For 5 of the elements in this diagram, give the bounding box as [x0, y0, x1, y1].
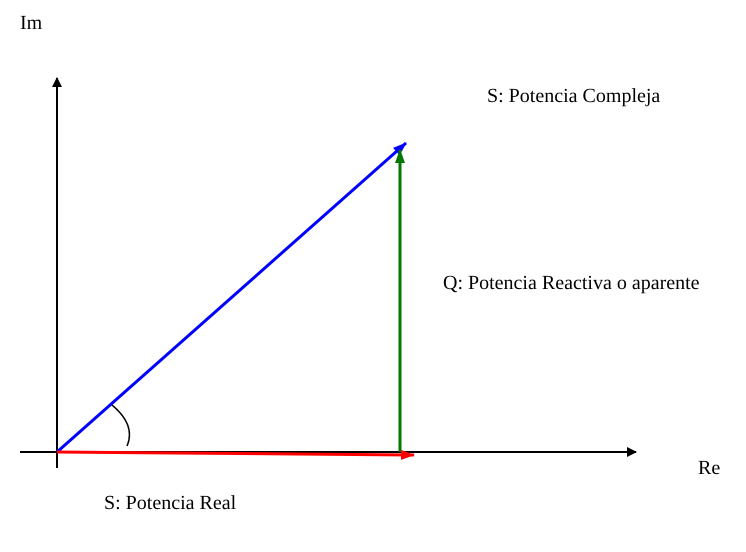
axis-label: Re — [698, 456, 720, 481]
vector-label: S: Potencia Compleja — [487, 84, 660, 109]
vector-label: Q: Potencia Reactiva o aparente — [443, 271, 700, 296]
axis-label: Im — [20, 11, 42, 36]
vector-label: S: Potencia Real — [104, 491, 236, 516]
